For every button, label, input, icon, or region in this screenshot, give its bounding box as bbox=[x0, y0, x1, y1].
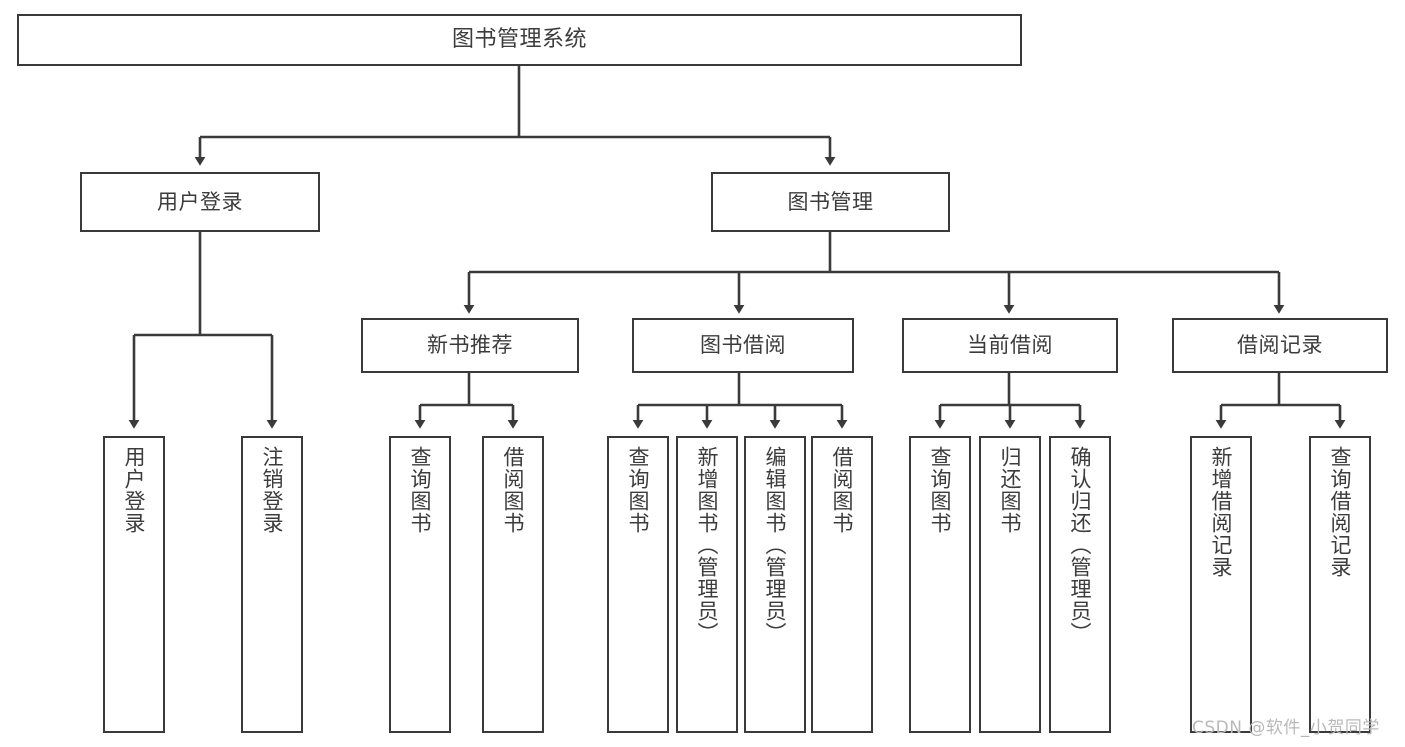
node-leaf-query-record-label: 查询借阅记录 bbox=[1328, 446, 1353, 578]
node-leaf-confirm-return-label: 确认归还（管理员） bbox=[1068, 446, 1093, 644]
node-current-borrow-label: 当前借阅 bbox=[967, 333, 1053, 358]
node-leaf-add-book[interactable]: 新增图书（管理员） bbox=[676, 436, 738, 733]
node-root-system[interactable]: 图书管理系统 bbox=[17, 14, 1022, 66]
node-leaf-user-login[interactable]: 用户登录 bbox=[103, 436, 165, 733]
node-leaf-borrow-book-1-label: 借阅图书 bbox=[501, 446, 526, 534]
node-leaf-add-record[interactable]: 新增借阅记录 bbox=[1190, 436, 1252, 733]
node-book-borrow[interactable]: 图书借阅 bbox=[632, 318, 854, 373]
node-leaf-query-book-3-label: 查询图书 bbox=[928, 446, 953, 534]
node-current-borrow[interactable]: 当前借阅 bbox=[902, 318, 1118, 373]
node-new-book-recommend-label: 新书推荐 bbox=[427, 333, 513, 358]
node-user-login[interactable]: 用户登录 bbox=[80, 172, 320, 232]
node-new-book-recommend[interactable]: 新书推荐 bbox=[361, 318, 579, 373]
node-leaf-return-book-label: 归还图书 bbox=[998, 446, 1023, 534]
node-leaf-edit-book[interactable]: 编辑图书（管理员） bbox=[744, 436, 806, 733]
node-leaf-logout-login[interactable]: 注销登录 bbox=[241, 436, 303, 733]
node-borrow-record-label: 借阅记录 bbox=[1237, 333, 1323, 358]
node-leaf-borrow-book-2[interactable]: 借阅图书 bbox=[811, 436, 873, 733]
node-leaf-logout-login-label: 注销登录 bbox=[260, 446, 285, 534]
node-leaf-add-record-label: 新增借阅记录 bbox=[1209, 446, 1234, 578]
node-leaf-query-record[interactable]: 查询借阅记录 bbox=[1309, 436, 1371, 733]
node-leaf-edit-book-label: 编辑图书（管理员） bbox=[763, 446, 788, 644]
node-book-management-label: 图书管理 bbox=[787, 189, 874, 214]
csdn-watermark: CSDN @软件_小贺同学 bbox=[1192, 718, 1380, 738]
node-leaf-query-book-3[interactable]: 查询图书 bbox=[909, 436, 971, 733]
node-leaf-borrow-book-1[interactable]: 借阅图书 bbox=[482, 436, 544, 733]
node-leaf-query-book-1[interactable]: 查询图书 bbox=[389, 436, 451, 733]
node-leaf-query-book-2[interactable]: 查询图书 bbox=[607, 436, 669, 733]
node-leaf-query-book-1-label: 查询图书 bbox=[408, 446, 433, 534]
node-leaf-return-book[interactable]: 归还图书 bbox=[979, 436, 1041, 733]
node-book-management[interactable]: 图书管理 bbox=[711, 172, 950, 232]
node-leaf-confirm-return[interactable]: 确认归还（管理员） bbox=[1049, 436, 1111, 733]
node-leaf-user-login-label: 用户登录 bbox=[122, 446, 147, 534]
node-root-system-label: 图书管理系统 bbox=[451, 27, 587, 53]
node-user-login-label: 用户登录 bbox=[157, 189, 243, 214]
node-borrow-record[interactable]: 借阅记录 bbox=[1172, 318, 1388, 373]
node-leaf-borrow-book-2-label: 借阅图书 bbox=[830, 446, 855, 534]
node-leaf-query-book-2-label: 查询图书 bbox=[626, 446, 651, 534]
node-leaf-add-book-label: 新增图书（管理员） bbox=[695, 446, 720, 644]
node-book-borrow-label: 图书借阅 bbox=[700, 333, 786, 358]
